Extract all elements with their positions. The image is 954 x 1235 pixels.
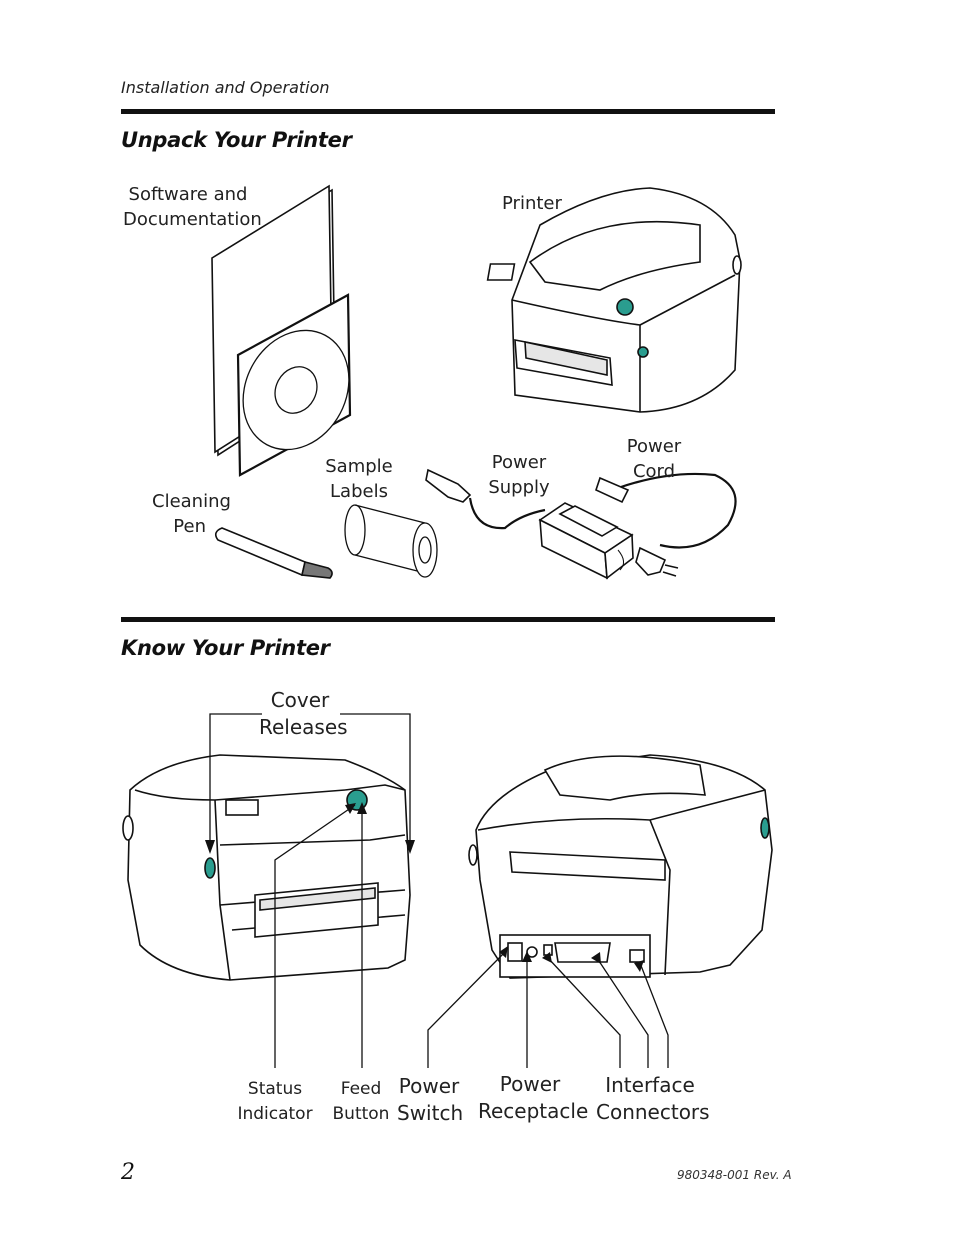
label-power-switch: Power Switch	[397, 1074, 464, 1125]
label-cleaning-pen: Cleaning Pen	[152, 491, 231, 537]
cleaning-pen-illustration	[214, 527, 333, 579]
printer-rear-illustration	[468, 754, 773, 979]
label-printer: Printer	[502, 193, 562, 214]
section-rule-middle	[121, 617, 775, 622]
leader-lines-rear	[427, 951, 669, 1068]
arrowheads-front	[205, 802, 415, 854]
label-interface-connectors: Interface Connectors	[596, 1073, 710, 1124]
label-feed-button: Feed Button	[332, 1079, 390, 1124]
section-rule-top	[121, 109, 775, 114]
section-title-unpack: Unpack Your Printer	[121, 128, 352, 152]
page-number: 2	[121, 1160, 135, 1185]
label-software-documentation: Software and Documentation	[123, 184, 262, 230]
label-power-supply: Power Supply	[488, 452, 550, 498]
arrowheads-rear	[499, 946, 644, 972]
label-sample-labels: Sample Labels	[325, 456, 393, 502]
label-power-receptacle: Power Receptacle	[478, 1072, 589, 1123]
documentation-booklet-illustration	[211, 184, 352, 477]
section-title-know: Know Your Printer	[121, 636, 330, 660]
label-cover-releases: Cover Releases	[259, 688, 348, 739]
power-cord-illustration	[595, 472, 737, 577]
sample-labels-illustration	[344, 504, 438, 578]
printer-illustration	[486, 187, 742, 413]
power-supply-illustration	[425, 468, 634, 580]
document-revision: 980348-001 Rev. A	[677, 1168, 792, 1182]
label-power-cord: Power Cord	[626, 436, 682, 482]
label-status-indicator: Status Indicator	[237, 1079, 313, 1124]
running-header: Installation and Operation	[121, 78, 330, 97]
leader-lines-front	[209, 713, 411, 1068]
printer-front-illustration	[122, 754, 411, 981]
